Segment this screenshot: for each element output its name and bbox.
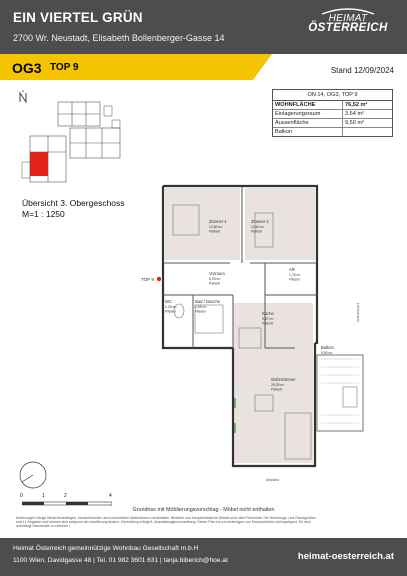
highlighted-unit <box>30 152 48 176</box>
room-name: Wohnzimmer <box>271 377 296 382</box>
room-area: 8,93 m² <box>209 277 221 281</box>
brand-logo: HEIMAT ÖSTERREICH <box>302 7 394 45</box>
room-fill <box>233 303 313 463</box>
outer-wall <box>161 186 233 350</box>
disclaimer-text: Änderungen infolge Behördenauflagen, bau… <box>16 516 316 529</box>
info-label: Aussenfläche <box>273 119 343 127</box>
entry-label: TOP 9 <box>141 277 154 282</box>
room-name: Zimmer 2 <box>251 219 269 224</box>
outer-wall <box>231 343 317 468</box>
info-row: Aussenfläche 9,50 m² <box>273 119 392 128</box>
room-name: Küche <box>262 311 275 316</box>
footer-bar: Heimat Österreich gemeinnützige Wohnbau … <box>0 538 407 576</box>
bed-icon <box>254 212 274 248</box>
room-name: Balkon <box>321 345 334 350</box>
info-value <box>343 128 392 136</box>
balcony-table-icon <box>342 386 358 408</box>
room-area: 9,50 m² <box>321 351 333 355</box>
area-info-table: ON 14, OG3, TOP 9 WOHNFLÄCHE 76,52 m² Ei… <box>272 89 393 137</box>
room-floor: Fliesen <box>195 310 206 314</box>
brand-line2: ÖSTERREICH <box>308 22 388 34</box>
kitchen-counter-icon <box>238 327 262 349</box>
header-bar: EIN VIERTEL GRÜN 2700 Wr. Neustadt, Elis… <box>0 0 407 54</box>
scale-bar <box>22 501 112 506</box>
info-label: Balkon <box>273 128 343 136</box>
info-row: Balkon <box>273 128 392 136</box>
info-row: Einlagerungsraum 3,64 m² <box>273 110 392 119</box>
info-value: 76,52 m² <box>345 102 368 108</box>
room-floor: Parkett <box>209 230 220 234</box>
project-address: 2700 Wr. Neustadt, Elisabeth Bollenberge… <box>13 33 225 43</box>
info-value: 9,50 m² <box>345 120 364 126</box>
north-arrow-icon <box>19 90 27 104</box>
room-name: WC <box>165 299 172 304</box>
key-plan-diagram <box>21 101 121 183</box>
unit-band <box>0 54 272 80</box>
room-name: AR <box>289 267 295 272</box>
overview-scale: M=1 : 1250 <box>22 209 65 219</box>
sofa-icon <box>284 412 312 460</box>
info-value: 3,64 m² <box>345 111 364 117</box>
room-name: Bad / Dusche <box>195 299 221 304</box>
room-area: 4,65 m² <box>195 305 207 309</box>
footer-contact: 1100 Wien, Davidgasse 48 | Tel. 01 982 3… <box>13 557 228 564</box>
overview-text: Übersicht 3. Obergeschoss M=1 : 1250 <box>22 198 125 220</box>
room-floor: Fliesen <box>165 310 176 314</box>
scale-label: 4 <box>109 493 112 499</box>
side-label: Lichtschacht <box>356 303 360 322</box>
room-area: 1,76 m² <box>289 273 301 277</box>
toilet-icon <box>173 303 185 319</box>
room-area: 12,80 m² <box>209 225 223 229</box>
entry-marker-icon <box>156 276 162 282</box>
scale-label: 2 <box>64 493 67 499</box>
stand-date: Stand 12/09/2024 <box>330 66 394 75</box>
top-label: TOP 9 <box>50 62 79 73</box>
info-label: WOHNFLÄCHE <box>273 101 343 109</box>
room-fill <box>165 263 235 295</box>
roof-arc-icon <box>321 8 375 15</box>
scale-label: 0 <box>20 493 23 499</box>
scale-label: 1 <box>42 493 45 499</box>
footer-company: Heimat Österreich gemeinnützige Wohnbau … <box>13 545 199 552</box>
room-floor: Parkett <box>262 322 273 326</box>
floor-label: OG3 <box>12 60 42 76</box>
info-row: WOHNFLÄCHE 76,52 m² <box>273 101 392 110</box>
bed-icon <box>172 204 200 236</box>
footer-website-link[interactable]: heimat-oesterreich.at <box>297 551 394 562</box>
room-name: Zimmer 1 <box>209 219 227 224</box>
room-area: 25,30 m² <box>271 383 285 387</box>
room-floor: Parkett <box>209 282 220 286</box>
room-fill <box>165 188 240 260</box>
room-fill <box>245 188 315 260</box>
room-area: 2,25 m² <box>165 305 177 309</box>
room-area: 11,60 m² <box>251 225 265 229</box>
room-floor: Parkett <box>271 388 282 392</box>
outside-label: Abstand <box>266 478 279 482</box>
room-floor: Parkett <box>251 230 262 234</box>
table-icon <box>254 394 274 412</box>
orientation-circle-icon <box>19 461 47 489</box>
room-floor: Fliesen <box>289 278 300 282</box>
overview-title: Übersicht 3. Obergeschoss <box>22 198 125 208</box>
room-area: 9,87 m² <box>262 317 274 321</box>
floor-plan: TOP 9 Zimmer 1 12,80 m² Parkett Zimmer 2… <box>141 184 364 482</box>
info-table-heading: ON 14, OG3, TOP 9 <box>273 90 392 101</box>
bathtub-icon <box>194 304 224 334</box>
brand-line1: HEIMAT <box>328 13 368 24</box>
balcony-outline <box>316 354 364 432</box>
project-title: EIN VIERTEL GRÜN <box>13 10 143 25</box>
plan-caption: Grundriss mit Möblierungsvorschlag - Möb… <box>132 507 275 513</box>
info-label: Einlagerungsraum <box>273 110 343 118</box>
room-name: Vorraum <box>209 271 225 276</box>
